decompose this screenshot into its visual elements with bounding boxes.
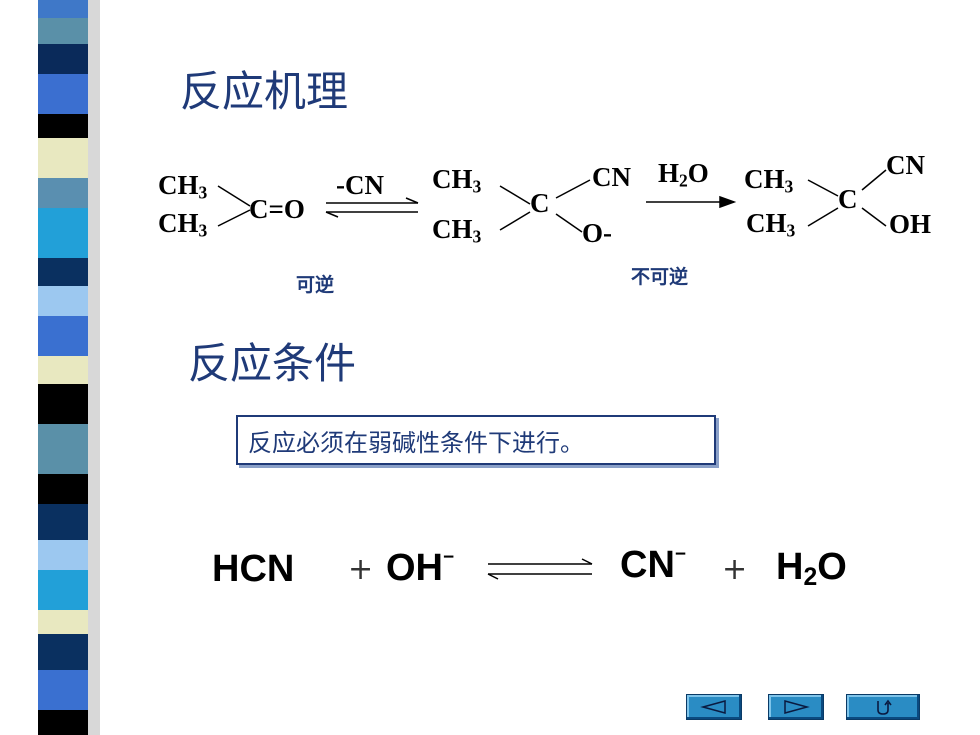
eq-hcn: HCN xyxy=(212,548,295,590)
product-methyl-top: CH3 xyxy=(744,164,794,197)
decorative-stripe-bar xyxy=(0,0,100,735)
eq-hydroxide: OH− xyxy=(386,547,455,590)
condition-note-box: 反应必须在弱碱性条件下进行。 xyxy=(236,415,716,465)
intermediate-methyl-bottom: CH3 xyxy=(432,214,482,247)
product-hydroxyl: OH xyxy=(889,209,932,239)
reactant-methyl-bottom: CH3 xyxy=(158,208,208,241)
left-triangle-icon xyxy=(700,700,726,714)
mechanism-bonds-arrows xyxy=(217,169,887,233)
product-methyl-bottom: CH3 xyxy=(746,208,796,241)
reactant-methyl-top: CH3 xyxy=(158,170,208,203)
page-title-mechanism: 反应机理 xyxy=(180,67,349,116)
label-reversible: 可逆 xyxy=(296,274,335,296)
return-icon xyxy=(877,699,892,715)
eq-water: H2O xyxy=(776,546,847,592)
page-title-conditions: 反应条件 xyxy=(188,339,357,388)
intermediate-carbon: C xyxy=(530,188,550,218)
reagent-cyanide: -CN xyxy=(336,170,384,200)
intermediate-methyl-top: CH3 xyxy=(432,164,482,197)
intermediate-cyano: CN xyxy=(592,162,631,192)
return-button[interactable] xyxy=(846,694,920,720)
product-carbon: C xyxy=(838,184,858,214)
eq-cyanide: CN− xyxy=(620,544,686,587)
prev-slide-button[interactable] xyxy=(686,694,742,720)
reactant-carbonyl: C=O xyxy=(249,194,305,224)
label-irreversible: 不可逆 xyxy=(631,266,689,288)
intermediate-oxide: O- xyxy=(582,218,612,248)
condition-note-text: 反应必须在弱碱性条件下进行。 xyxy=(248,428,584,457)
eq-plus-1: + xyxy=(348,552,374,587)
product-cyano: CN xyxy=(886,150,925,180)
reagent-water: H2O xyxy=(658,158,709,191)
eq-equilibrium-arrow xyxy=(487,558,593,580)
right-triangle-icon xyxy=(784,700,810,714)
next-slide-button[interactable] xyxy=(768,694,824,720)
eq-plus-2: + xyxy=(722,552,748,587)
